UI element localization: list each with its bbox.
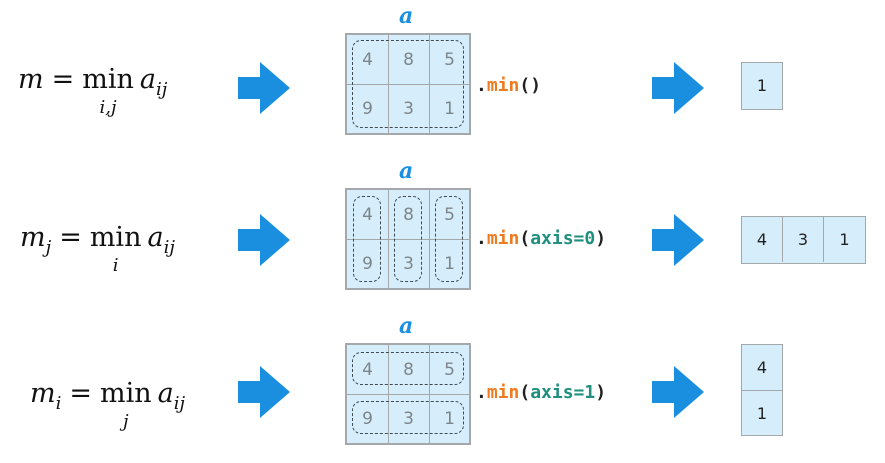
result-cell: 1 bbox=[756, 76, 768, 95]
arrow-right-icon bbox=[238, 62, 290, 114]
arrow-right-icon bbox=[238, 214, 290, 266]
array-cell: 1 bbox=[444, 253, 455, 274]
column-group-outline bbox=[394, 196, 422, 282]
array-cell: 8 bbox=[403, 49, 414, 70]
array-label: a bbox=[399, 158, 414, 184]
result-cell: 1 bbox=[756, 403, 768, 423]
array-grid: 4 8 5 9 3 1 bbox=[345, 343, 471, 445]
array-cell: 9 bbox=[362, 253, 373, 274]
array-cell: 3 bbox=[403, 253, 414, 274]
column-group-outline bbox=[353, 196, 381, 282]
array-cell: 3 bbox=[403, 98, 414, 119]
array-grid: 4 8 5 9 3 1 bbox=[345, 188, 471, 290]
array-cell: 4 bbox=[362, 49, 373, 70]
row-group-outline bbox=[352, 352, 464, 385]
row-group-outline bbox=[352, 401, 464, 434]
array-cell: 8 bbox=[403, 359, 414, 380]
array-cell: 9 bbox=[362, 408, 373, 429]
array-grid: 4 8 5 9 3 1 bbox=[345, 33, 471, 135]
result-array: 4 3 1 bbox=[741, 216, 866, 264]
array-cell: 4 bbox=[362, 204, 373, 225]
method-call: .min() bbox=[476, 75, 542, 96]
reduction-group-outline bbox=[352, 40, 464, 128]
arrow-right-icon bbox=[652, 62, 704, 114]
result-cell: 4 bbox=[742, 345, 782, 391]
array-cell: 5 bbox=[444, 49, 455, 70]
array-cell: 3 bbox=[403, 408, 414, 429]
arrow-right-icon bbox=[652, 214, 704, 266]
array-label: a bbox=[399, 3, 414, 29]
result-array: 4 1 bbox=[741, 344, 783, 436]
column-group-outline bbox=[435, 196, 463, 282]
array-cell: 1 bbox=[444, 408, 455, 429]
array-cell: 4 bbox=[362, 359, 373, 380]
method-call: .min(axis=1) bbox=[476, 382, 607, 403]
arrow-right-icon bbox=[238, 366, 290, 418]
array-cell: 1 bbox=[444, 98, 455, 119]
array-cell: 8 bbox=[403, 204, 414, 225]
method-call: .min(axis=0) bbox=[476, 228, 607, 249]
result-cell: 1 bbox=[839, 230, 850, 249]
arrow-right-icon bbox=[652, 366, 704, 418]
array-cell: 5 bbox=[444, 204, 455, 225]
array-cell: 5 bbox=[444, 359, 455, 380]
array-label: a bbox=[399, 313, 414, 339]
array-cell: 9 bbox=[362, 98, 373, 119]
result-cell: 3 bbox=[783, 217, 824, 262]
result-array: 1 bbox=[741, 62, 783, 110]
result-cell: 4 bbox=[742, 217, 783, 262]
